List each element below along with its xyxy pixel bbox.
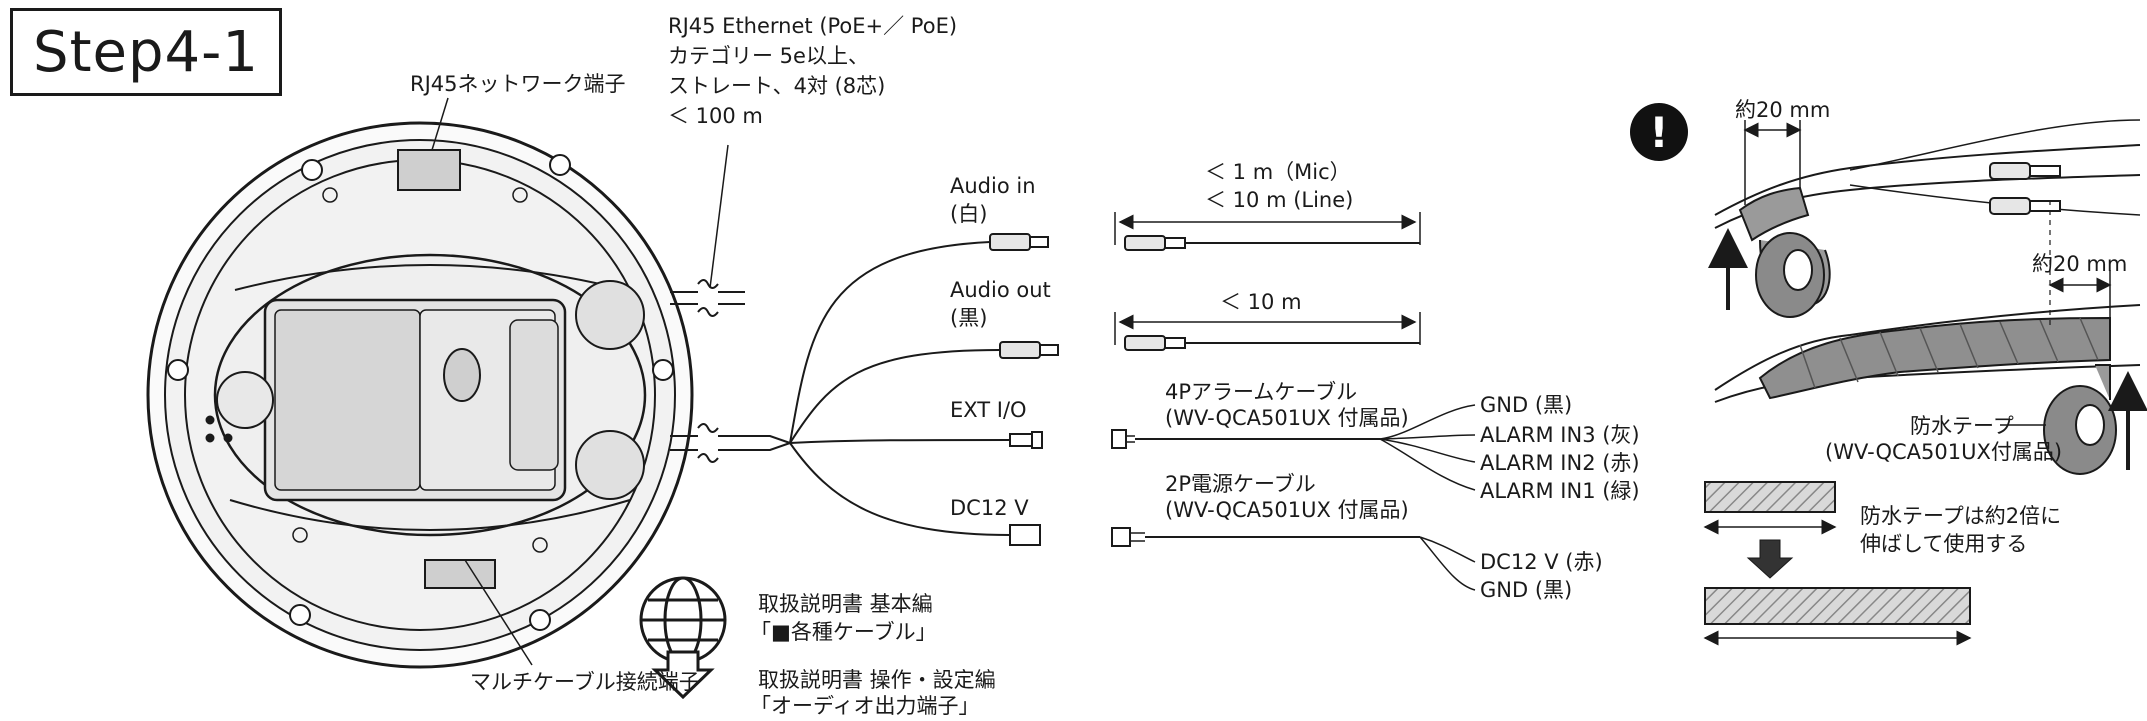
globe-download-icon <box>639 576 727 700</box>
audio-out-cable-drawing <box>1114 312 1421 351</box>
ethernet-spec-line2: カテゴリー 5e以上、 <box>668 44 869 68</box>
power-wire-dc12v: DC12 V (赤) <box>1480 550 1603 574</box>
tape-label-line1: 防水テープ <box>1910 414 2014 438</box>
power-cable-note: (WV-QCA501UX 付属品) <box>1165 498 1409 522</box>
ethernet-spec-line4: ＜ 100 m <box>668 104 763 128</box>
multi-cable-bundle <box>670 233 1059 546</box>
manual-ref2-line1: 取扱説明書 操作・設定編 <box>758 668 996 692</box>
manual-ref2-line2: 「オーディオ出力端子」 <box>750 694 980 718</box>
manual-ref1-line2: 「■各種ケーブル」 <box>750 620 937 644</box>
audio-in-color: (白) <box>950 202 988 226</box>
manual-ref1-line1: 取扱説明書 基本編 <box>758 592 933 616</box>
power-cable-title: 2P電源ケーブル <box>1165 472 1316 496</box>
ethernet-spec-line3: ストレート、4対 (8芯) <box>668 74 886 98</box>
ethernet-cable <box>670 279 745 317</box>
multi-cable-port-label: マルチケーブル接続端子 <box>470 670 700 694</box>
warning-icon: ! <box>1630 103 1688 161</box>
power-wire-gnd: GND (黒) <box>1480 578 1573 602</box>
audio-in-cable-drawing <box>1114 212 1421 251</box>
audio-out-color: (黒) <box>950 306 988 330</box>
alarm-cable-note: (WV-QCA501UX 付属品) <box>1165 406 1409 430</box>
alarm-wire-in2: ALARM IN2 (赤) <box>1480 451 1640 475</box>
alarm-cable-drawing <box>1111 404 1476 491</box>
tape-dim-right: 約20 mm <box>2032 252 2128 276</box>
audio-out-length: ＜ 10 m <box>1220 290 1302 314</box>
alarm-wire-gnd: GND (黒) <box>1480 393 1573 417</box>
alarm-wire-in3: ALARM IN3 (灰) <box>1480 423 1640 447</box>
dc12v-label: DC12 V <box>950 496 1029 520</box>
alarm-cable-title: 4Pアラームケーブル <box>1165 380 1358 404</box>
tape-stretch-line1: 防水テープは約2倍に <box>1860 504 2062 528</box>
tape-wrap-drawing <box>1703 119 2147 646</box>
tape-dim-top: 約20 mm <box>1735 98 1831 122</box>
camera-body <box>146 121 694 669</box>
tape-label-line2: (WV-QCA501UX付属品) <box>1825 440 2063 464</box>
tape-stretch-line2: 伸ばして使用する <box>1860 532 2028 556</box>
power-cable-drawing <box>1111 527 1476 591</box>
audio-in-label: Audio in <box>950 174 1036 198</box>
step-title: Step4-1 <box>10 8 282 96</box>
audio-in-length-mic: ＜ 1 m（Mic） <box>1205 160 1351 184</box>
rj45-port-label: RJ45ネットワーク端子 <box>410 72 626 96</box>
ethernet-spec-line1: RJ45 Ethernet (PoE+／ PoE) <box>668 14 958 38</box>
audio-in-length-line: ＜ 10 m (Line) <box>1205 188 1354 212</box>
ext-io-label: EXT I/O <box>950 398 1027 422</box>
alarm-wire-in1: ALARM IN1 (緑) <box>1480 479 1640 503</box>
audio-out-label: Audio out <box>950 278 1051 302</box>
